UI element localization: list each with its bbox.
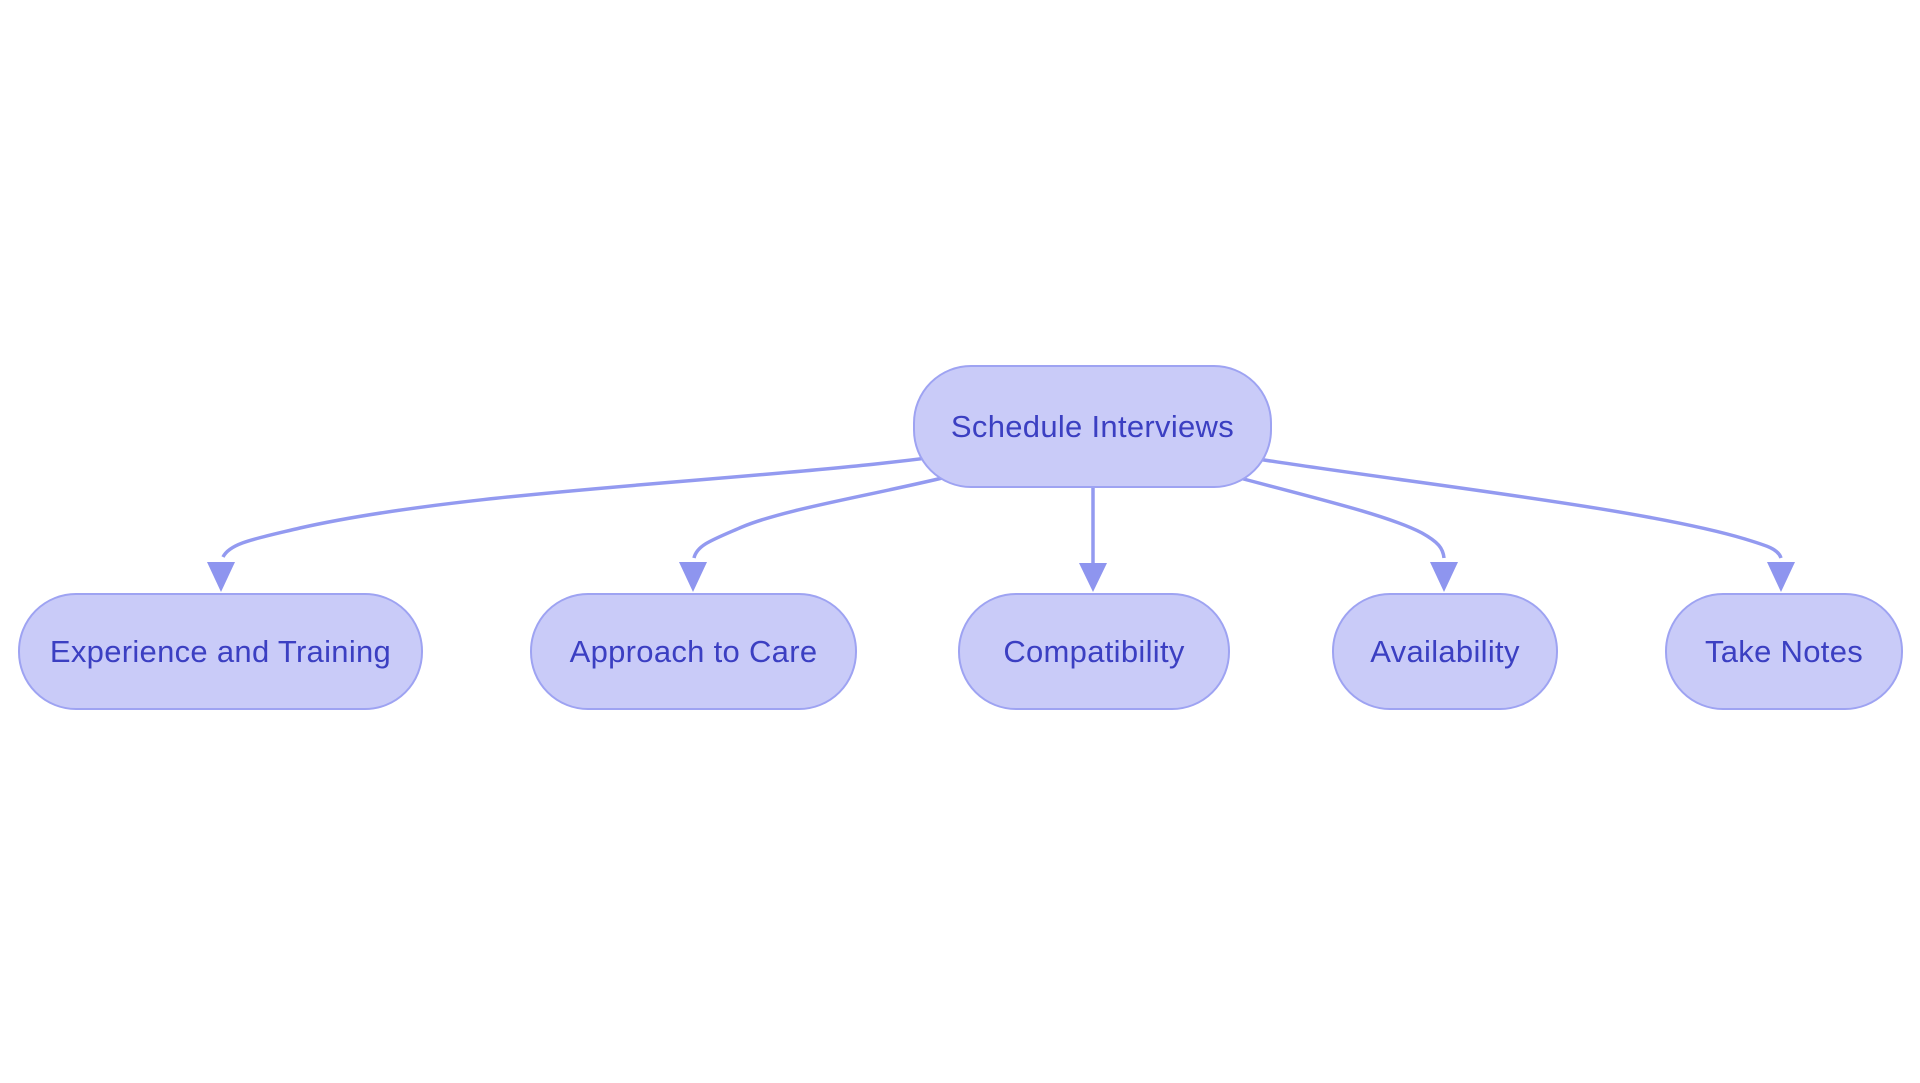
node-availability[interactable]: Availability [1332,593,1558,710]
node-take-notes-label: Take Notes [1704,633,1864,669]
node-compatibility-label: Compatibility [1003,633,1185,669]
arrowhead-compatibility [1079,563,1107,592]
node-experience-and-training-label: Experience and Training [49,633,392,669]
node-approach-to-care[interactable]: Approach to Care [530,593,857,710]
edge-root-to-approach-to-care [692,458,1013,559]
arrowhead-take-notes [1767,562,1795,592]
edge-root-to-experience-and-training [221,441,1023,558]
node-experience-and-training[interactable]: Experience and Training [18,593,423,710]
node-approach-to-care-label: Approach to Care [569,633,818,669]
arrowhead-availability [1430,562,1458,592]
arrowhead-approach-to-care [679,562,707,592]
node-compatibility[interactable]: Compatibility [958,593,1230,710]
node-availability-label: Availability [1370,633,1520,669]
edge-root-to-availability [1172,458,1446,559]
node-take-notes[interactable]: Take Notes [1665,593,1903,710]
node-schedule-interviews-label: Schedule Interviews [950,408,1235,444]
edge-root-to-take-notes [1162,441,1783,559]
node-schedule-interviews[interactable]: Schedule Interviews [913,365,1272,488]
arrowhead-experience-and-training [207,562,235,592]
